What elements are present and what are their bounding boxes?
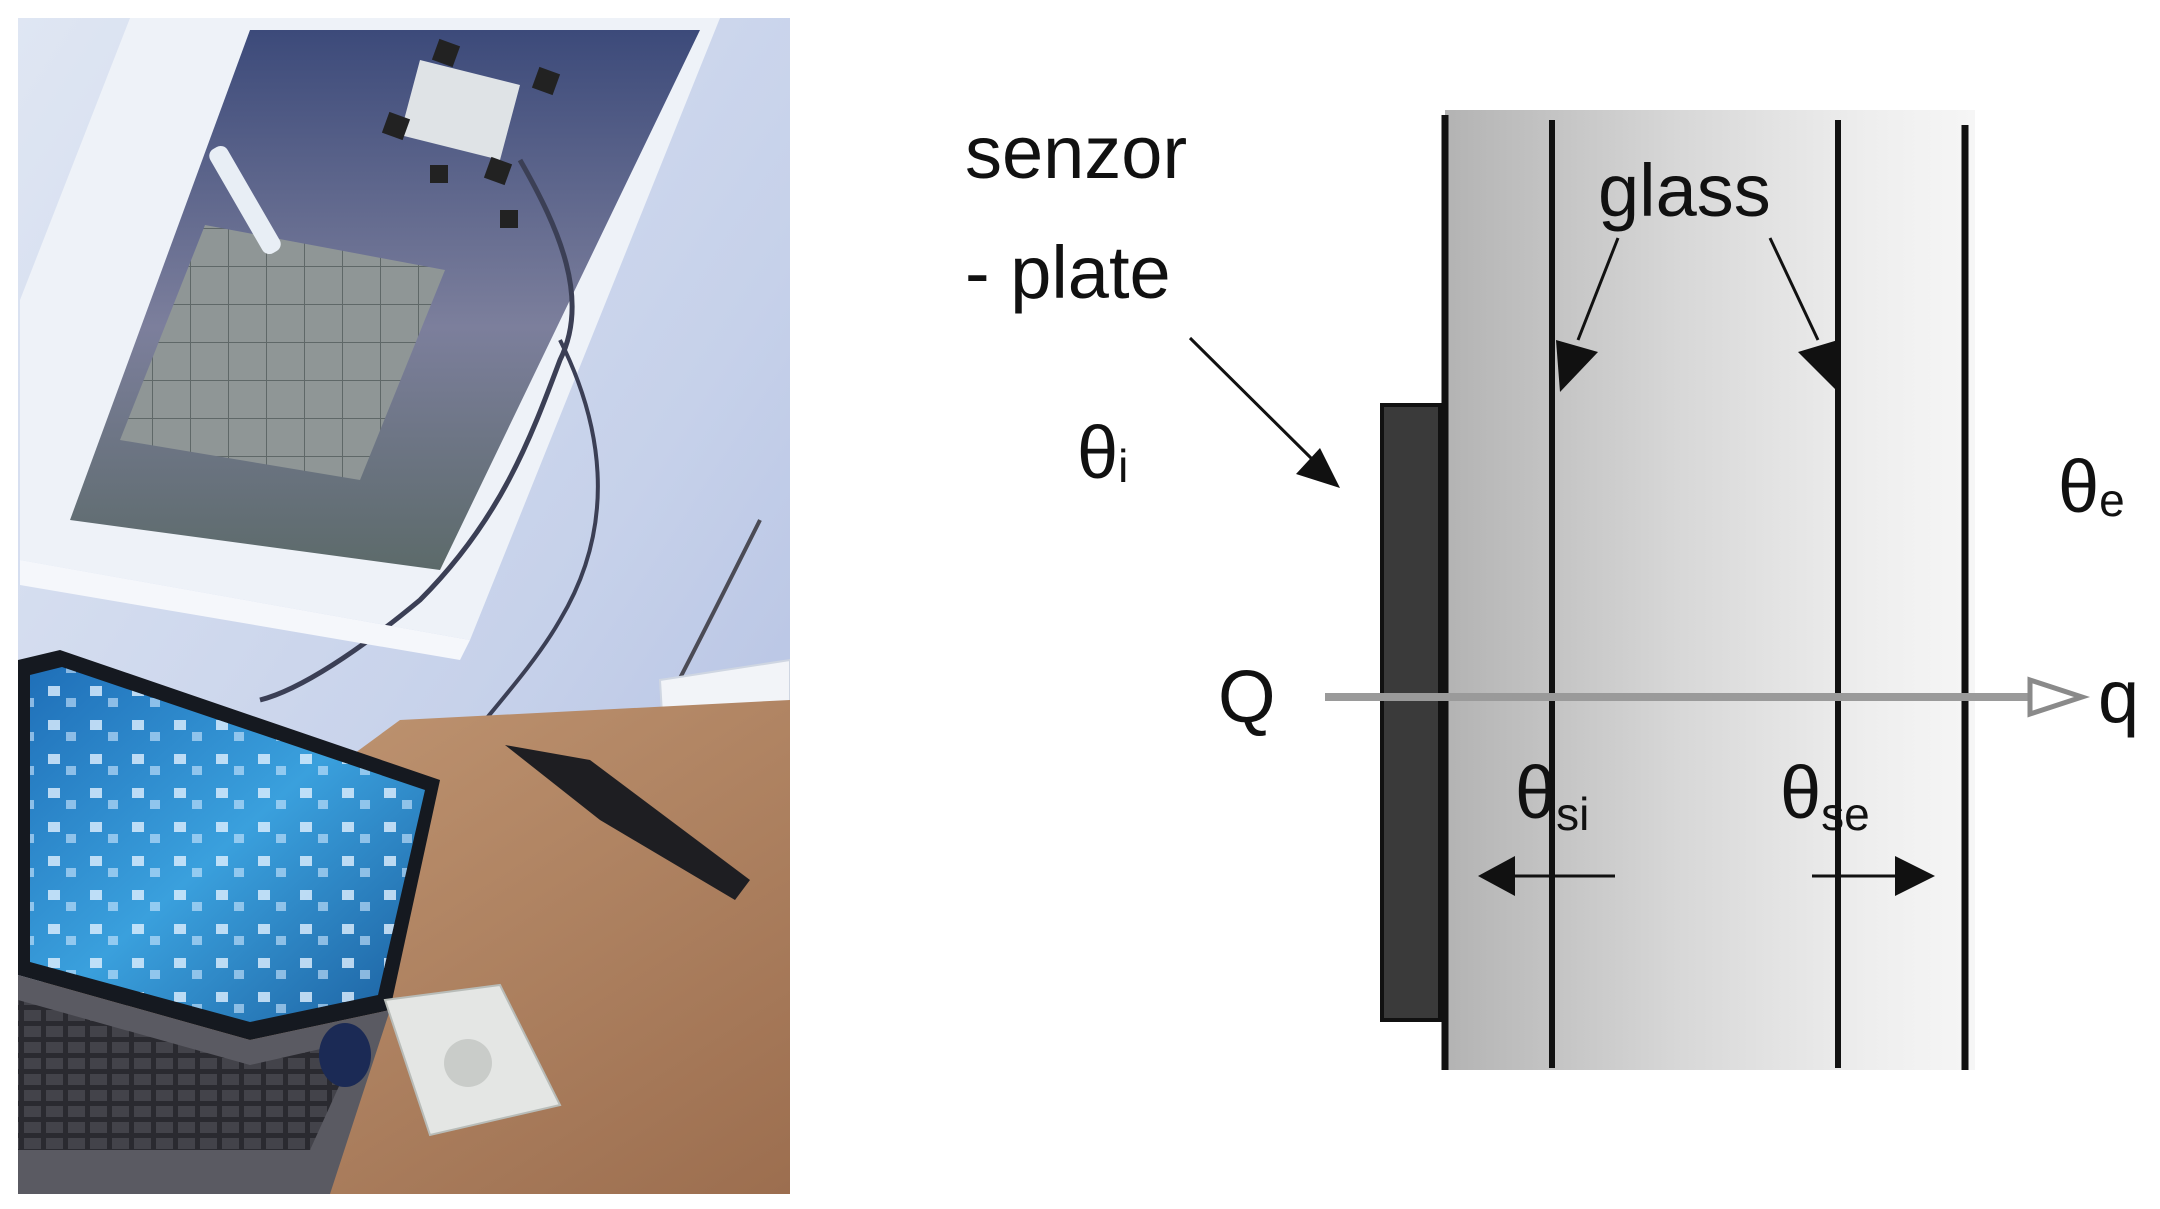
theta-i-subscript: i <box>1118 440 1128 492</box>
laptop-keyboard <box>18 1000 360 1150</box>
theta-se-subscript: se <box>1821 788 1870 840</box>
sensor-label-line1: senzor <box>965 111 1187 194</box>
sensor-clips <box>381 38 561 228</box>
theta-e-symbol: θ <box>2058 445 2099 528</box>
heat-in-label: Q <box>1218 655 1276 738</box>
heat-flow-arrowhead <box>2027 676 2091 718</box>
sensor-pointer-arrowhead <box>1296 448 1340 488</box>
glass-pointer-line-1 <box>1576 237 1620 341</box>
glass-pointer-arrowhead-2 <box>1798 340 1838 392</box>
measurement-setup-photo <box>18 18 790 1194</box>
theta-se-symbol: θ <box>1780 751 1821 834</box>
theta-i-label: θi <box>1077 411 1128 494</box>
theta-si-arrowhead <box>1478 856 1515 896</box>
theta-i-symbol: θ <box>1077 411 1118 494</box>
glass-pointer-line-2 <box>1768 237 1820 341</box>
glass-label: glass <box>1598 149 1771 232</box>
heat-flux-diagram: senzor - plate glass θi θe θsi θse Q q <box>965 110 2139 1070</box>
logger-dial <box>444 1039 492 1087</box>
window-handle <box>209 145 281 255</box>
theta-e-label: θe <box>2058 445 2125 528</box>
sensor-pointer-line <box>1188 336 1317 464</box>
theta-e-subscript: e <box>2099 474 2125 526</box>
sensor-label-line2: - plate <box>965 231 1171 314</box>
mouse <box>319 1023 371 1087</box>
theta-si-symbol: θ <box>1515 751 1556 834</box>
theta-si-label: θsi <box>1515 751 1589 840</box>
sensor-square <box>400 60 520 160</box>
window-sill <box>20 560 470 660</box>
glass-pointer-arrowhead-1 <box>1556 340 1598 392</box>
dark-instrument <box>505 745 750 900</box>
sensor-plate <box>1380 403 1442 1022</box>
theta-se-arrowhead <box>1895 856 1935 896</box>
desktop-icons <box>30 667 425 1022</box>
glass-region <box>1445 110 1975 1070</box>
sensor-grid-plate <box>120 225 445 480</box>
heat-out-label: q <box>2098 655 2139 738</box>
theta-si-subscript: si <box>1556 788 1589 840</box>
sensor-cable-1 <box>259 158 575 703</box>
theta-se-label: θse <box>1780 751 1870 840</box>
